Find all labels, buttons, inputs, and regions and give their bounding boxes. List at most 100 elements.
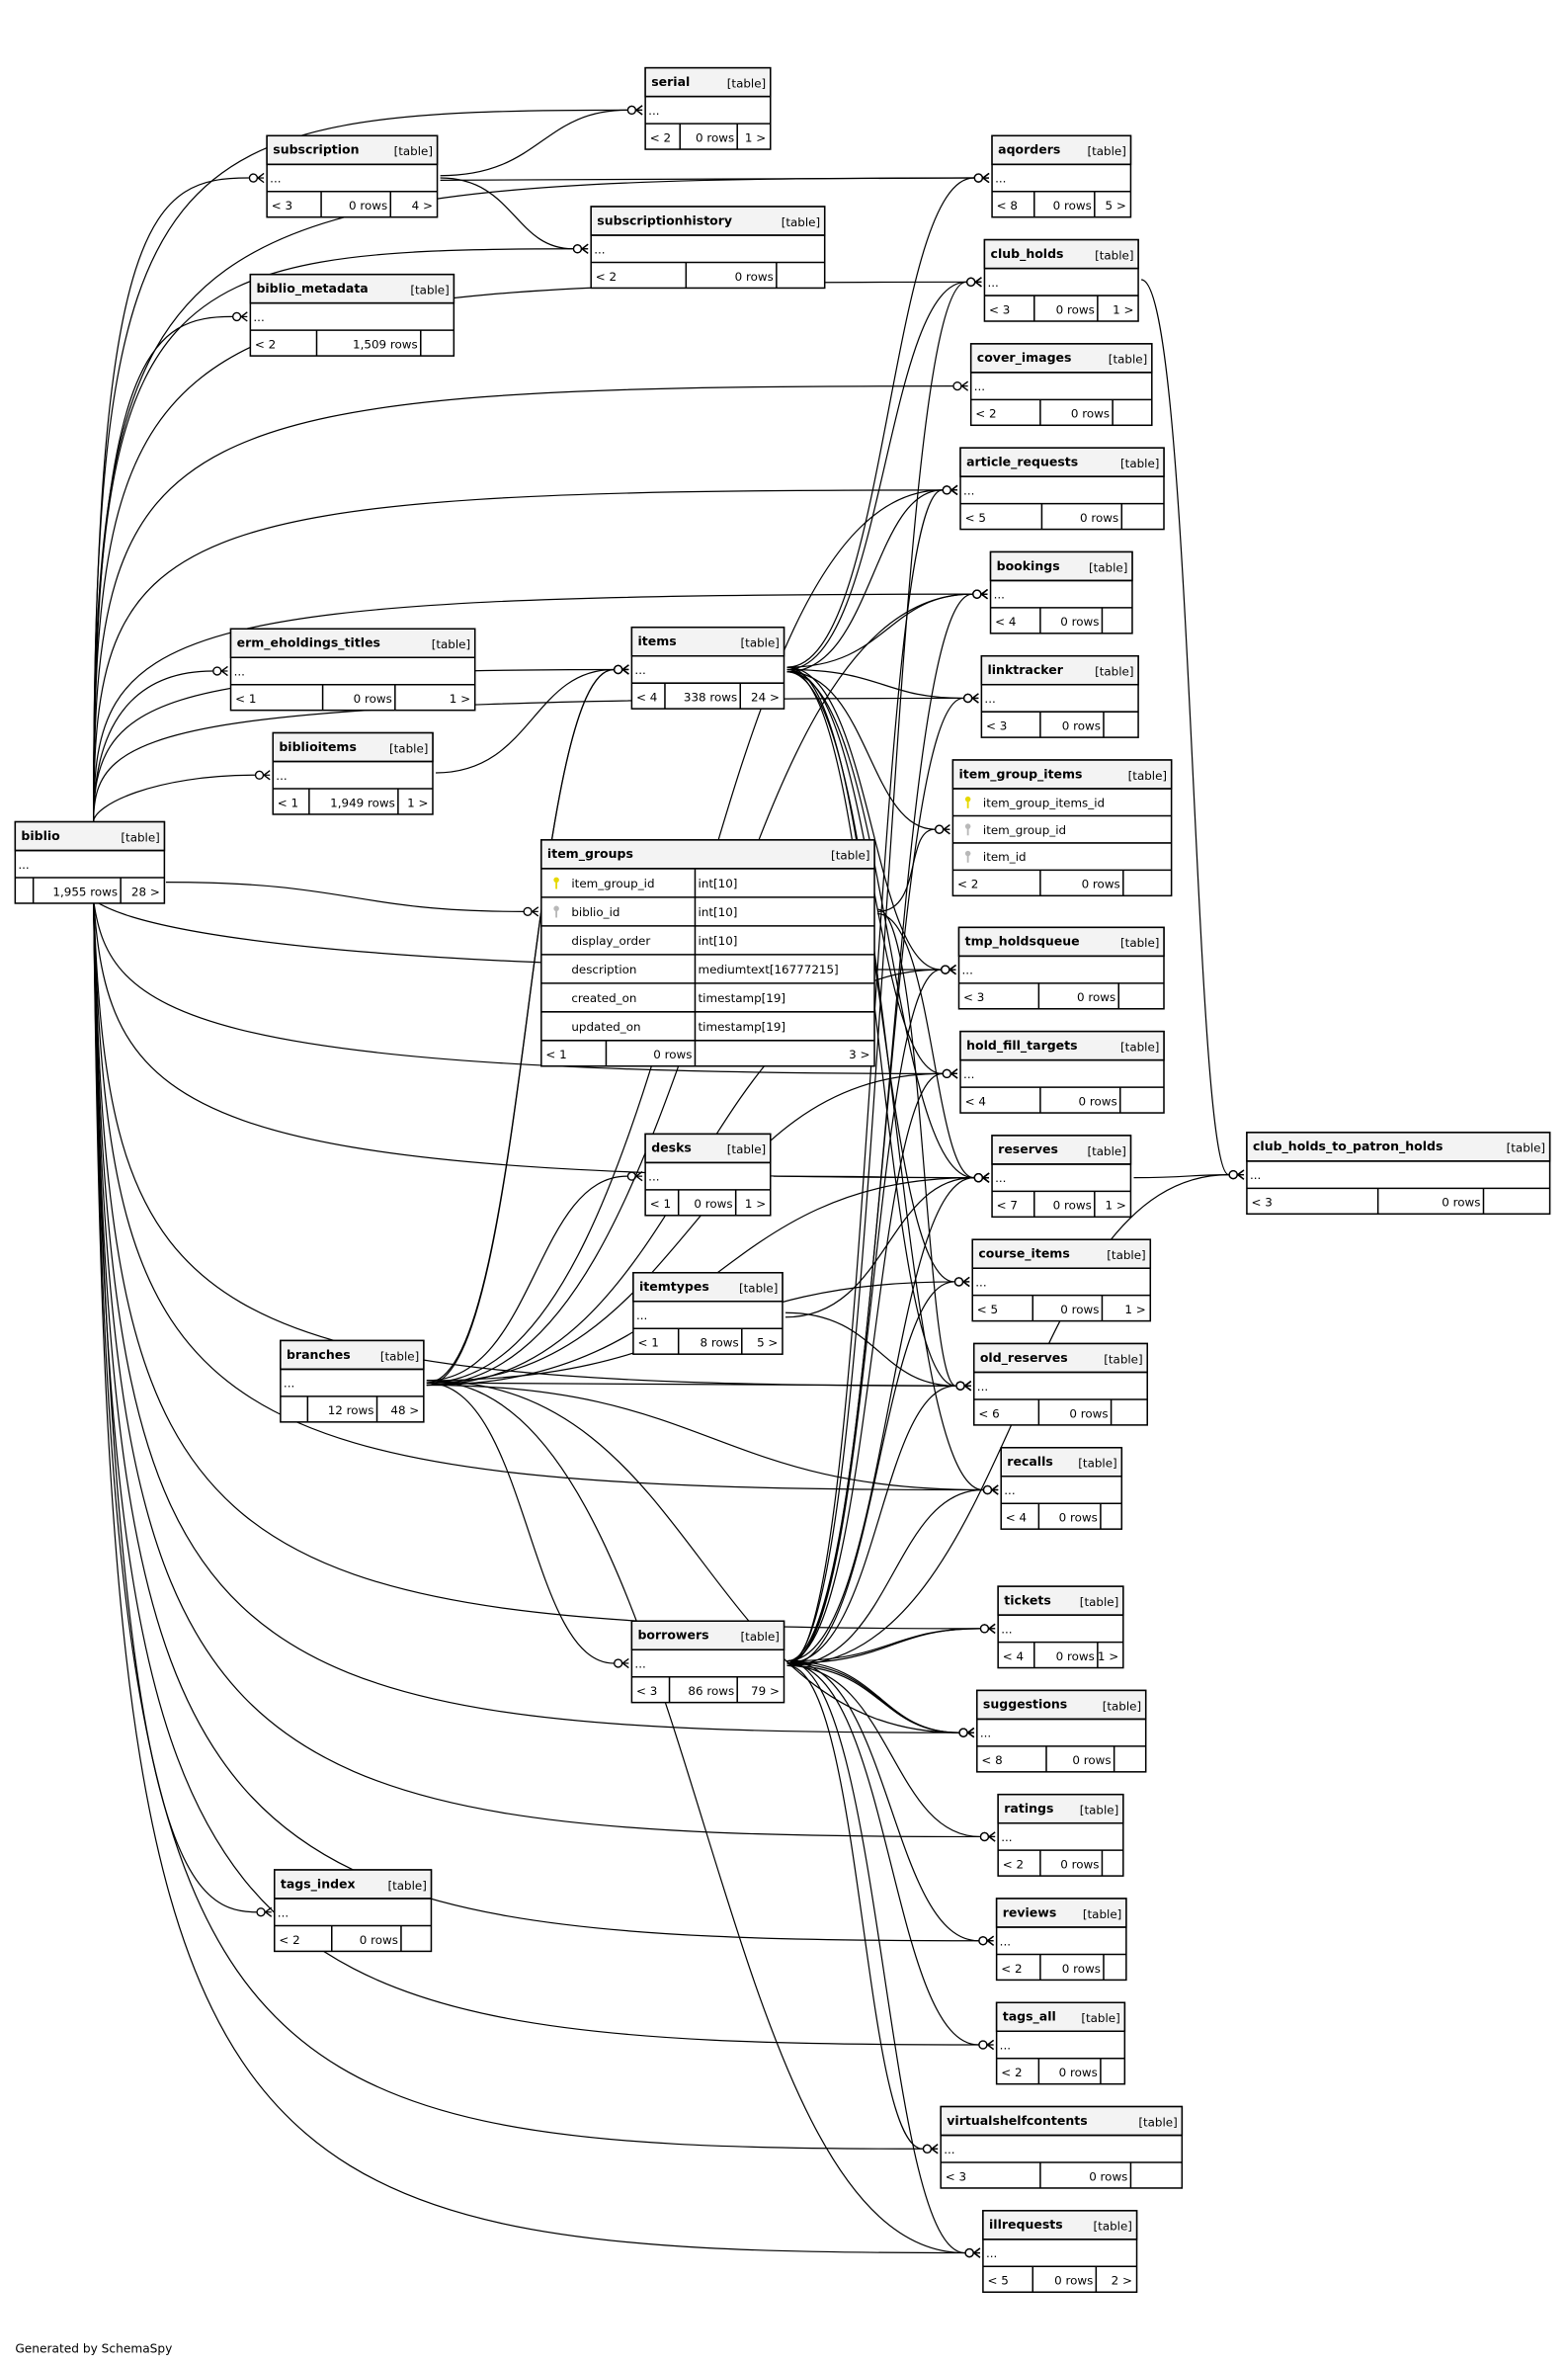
columns-collapsed[interactable]: ... — [1001, 1622, 1012, 1636]
columns-collapsed[interactable]: ... — [284, 1377, 294, 1391]
columns-collapsed[interactable]: ... — [975, 1276, 986, 1290]
child-count[interactable]: 48 > — [390, 1403, 419, 1417]
table-name[interactable]: item_groups — [547, 846, 633, 862]
table-name[interactable]: cover_images — [977, 350, 1072, 366]
parent-count[interactable]: < 2 — [650, 130, 671, 144]
columns-collapsed[interactable]: ... — [995, 172, 1006, 186]
columns-collapsed[interactable]: ... — [987, 276, 998, 290]
table-name[interactable]: tickets — [1004, 1592, 1051, 1607]
child-count[interactable]: 1 > — [1124, 1303, 1145, 1316]
table-name[interactable]: linktracker — [987, 662, 1063, 677]
parent-count[interactable]: < 2 — [957, 878, 978, 891]
columns-collapsed[interactable]: ... — [984, 692, 995, 706]
parent-count[interactable]: < 2 — [279, 1933, 299, 1947]
table-name[interactable]: tags_all — [1003, 2009, 1056, 2025]
table-name[interactable]: reserves — [998, 1141, 1058, 1156]
child-count[interactable]: 1 > — [1098, 1649, 1118, 1663]
parent-count[interactable]: < 3 — [963, 990, 984, 1004]
table-name[interactable]: biblioitems — [279, 739, 357, 754]
columns-collapsed[interactable]: ... — [634, 663, 645, 677]
table-name[interactable]: reviews — [1003, 1904, 1057, 1919]
table-name[interactable]: virtualshelfcontents — [947, 2113, 1087, 2128]
parent-count[interactable]: < 3 — [1252, 1196, 1273, 1210]
parent-count[interactable]: < 8 — [981, 1753, 1002, 1767]
table-name[interactable]: illrequests — [989, 2217, 1063, 2232]
table-name[interactable]: serial — [651, 74, 690, 89]
columns-collapsed[interactable]: ... — [1004, 1483, 1015, 1497]
table-name[interactable]: hold_fill_targets — [966, 1038, 1077, 1054]
parent-count[interactable]: < 1 — [278, 796, 298, 809]
columns-collapsed[interactable]: ... — [18, 858, 29, 872]
parent-count[interactable]: < 3 — [946, 2169, 966, 2183]
child-count[interactable]: 3 > — [849, 1048, 869, 1061]
columns-collapsed[interactable]: ... — [636, 1309, 647, 1322]
columns-collapsed[interactable]: ... — [648, 1170, 659, 1184]
table-name[interactable]: suggestions — [983, 1697, 1067, 1712]
columns-collapsed[interactable]: ... — [634, 1657, 645, 1671]
columns-collapsed[interactable]: ... — [994, 588, 1005, 602]
columns-collapsed[interactable]: ... — [1000, 2039, 1011, 2053]
table-name[interactable]: desks — [651, 1141, 692, 1155]
parent-count[interactable]: < 4 — [995, 615, 1016, 629]
child-count[interactable]: 1 > — [745, 1197, 766, 1211]
table-item-group-items[interactable]: item_group_items[table]item_group_items_… — [951, 759, 1173, 897]
child-count[interactable]: 5 > — [1106, 199, 1126, 212]
parent-count[interactable]: < 6 — [978, 1406, 999, 1420]
parent-count[interactable]: < 4 — [636, 691, 657, 705]
columns-collapsed[interactable]: ... — [1250, 1168, 1261, 1182]
columns-collapsed[interactable]: ... — [944, 2143, 954, 2156]
columns-collapsed[interactable]: ... — [963, 483, 974, 497]
parent-count[interactable]: < 4 — [1006, 1511, 1027, 1525]
parent-count[interactable]: < 4 — [1003, 1649, 1024, 1663]
table-name[interactable]: course_items — [978, 1246, 1069, 1262]
columns-collapsed[interactable]: ... — [980, 1727, 991, 1740]
table-name[interactable]: branches — [287, 1347, 351, 1362]
parent-count[interactable]: < 7 — [997, 1199, 1018, 1213]
table-name[interactable]: tmp_holdsqueue — [965, 934, 1080, 950]
columns-collapsed[interactable]: ... — [594, 242, 605, 256]
columns-collapsed[interactable]: ... — [648, 104, 659, 118]
columns-collapsed[interactable]: ... — [234, 665, 245, 679]
child-count[interactable]: 5 > — [757, 1336, 778, 1350]
table-name[interactable]: biblio_metadata — [256, 281, 368, 296]
child-count[interactable]: 2 > — [1112, 2274, 1132, 2288]
child-count[interactable]: 79 > — [751, 1684, 780, 1698]
child-count[interactable]: 1 > — [1113, 302, 1133, 316]
parent-count[interactable]: < 3 — [986, 718, 1007, 732]
child-count[interactable]: 4 > — [412, 199, 433, 212]
parent-count[interactable]: < 3 — [989, 302, 1010, 316]
parent-count[interactable]: < 3 — [636, 1684, 657, 1698]
child-count[interactable]: 1 > — [407, 796, 428, 809]
table-name[interactable]: biblio — [21, 828, 60, 843]
parent-count[interactable]: < 1 — [235, 692, 256, 706]
columns-collapsed[interactable]: ... — [1000, 1934, 1011, 1948]
parent-count[interactable]: < 2 — [1001, 2066, 1022, 2079]
